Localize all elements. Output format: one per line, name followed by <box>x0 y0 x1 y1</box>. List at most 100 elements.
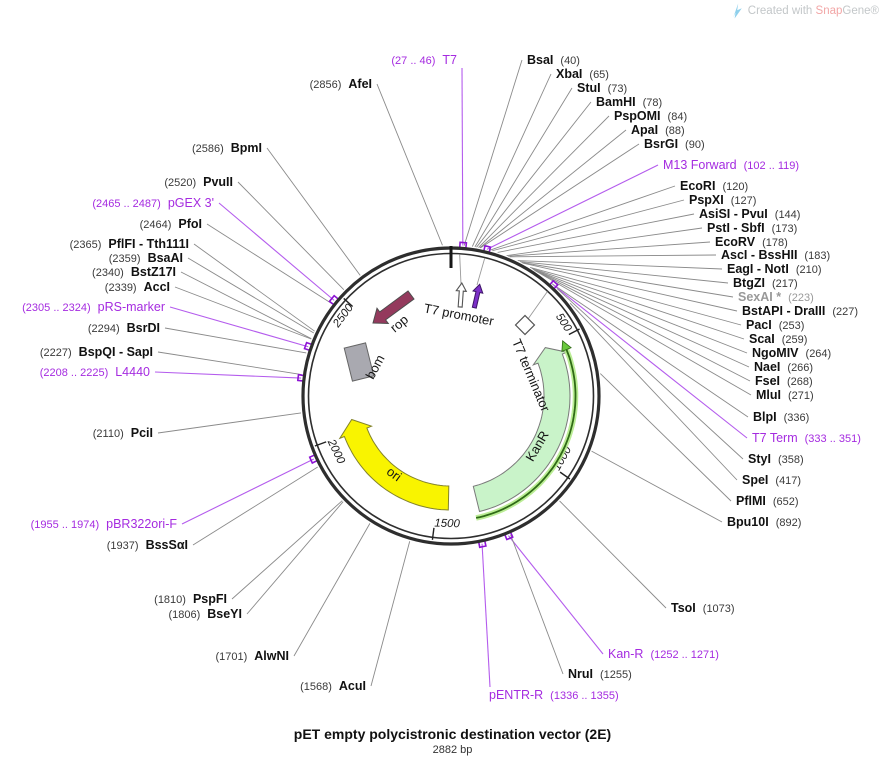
primer-label[interactable]: (2465 .. 2487)pGEX 3' <box>92 196 214 210</box>
enzyme-label[interactable]: BlpI(336) <box>753 410 809 424</box>
enzyme-label[interactable]: (2365)PflFI - Tth111I <box>70 237 189 251</box>
primer-leader-line <box>154 371 302 379</box>
enzyme-label[interactable]: FseI(268) <box>755 374 813 388</box>
enzyme-label[interactable]: PflMI(652) <box>736 494 799 508</box>
enzyme-label[interactable]: (2856)AfeI <box>310 77 372 91</box>
enzyme-leader-line <box>506 227 703 257</box>
watermark-brand-gene: Gene® <box>842 5 879 17</box>
feature-arrow-rop[interactable] <box>372 290 415 325</box>
enzyme-label[interactable]: (2359)BsaAI <box>109 251 183 265</box>
feature-glyph-t7-terminator-diamond[interactable] <box>514 314 536 336</box>
enzyme-label[interactable]: (2227)BspQI - SapI <box>40 345 153 359</box>
primer-region-bracket <box>478 540 487 549</box>
enzyme-label[interactable]: BsrGI(90) <box>644 137 705 151</box>
enzyme-label[interactable]: SexAI *(223) <box>738 290 814 304</box>
enzyme-label[interactable]: ApaI(88) <box>631 123 685 137</box>
enzyme-leader-line <box>530 266 742 326</box>
primer-glyph-purple-arrow[interactable] <box>469 283 484 309</box>
enzyme-label[interactable]: (1810)PspFI <box>154 592 227 606</box>
enzyme-leader-line <box>206 223 332 304</box>
primer-label[interactable]: (2208 .. 2225)L4440 <box>40 365 150 379</box>
enzyme-leader-line <box>246 501 344 615</box>
feature-box-bom[interactable] <box>343 342 375 382</box>
watermark-brand-snap: Snap <box>815 5 843 17</box>
enzyme-label[interactable]: PacI(253) <box>746 318 804 332</box>
enzyme-label[interactable]: StyI(358) <box>748 452 804 466</box>
primer-label[interactable]: (1955 .. 1974)pBR322ori-F <box>31 517 178 531</box>
primer-label[interactable]: (27 .. 46)T7 <box>391 53 457 67</box>
scale-tick-label: 500 <box>553 311 574 334</box>
enzyme-label[interactable]: XbaI(65) <box>556 67 609 81</box>
enzyme-label[interactable]: PstI - SbfI(173) <box>707 221 797 235</box>
primer-leader-line <box>481 543 491 688</box>
enzyme-leader-line <box>478 115 610 248</box>
primer-label[interactable]: Kan-R(1252 .. 1271) <box>608 647 719 661</box>
enzyme-label[interactable]: (2520)PvuII <box>164 175 233 189</box>
enzyme-label[interactable]: (2464)PfoI <box>140 217 202 231</box>
primer-label[interactable]: M13 Forward(102 .. 119) <box>663 158 799 172</box>
enzyme-label[interactable]: BtgZI(217) <box>733 276 798 290</box>
enzyme-label[interactable]: StuI(73) <box>577 81 627 95</box>
enzyme-label[interactable]: ScaI(259) <box>749 332 807 346</box>
enzyme-leader-line <box>510 534 564 675</box>
scale-tick <box>314 441 327 447</box>
enzyme-leader-line <box>187 257 315 334</box>
enzyme-label[interactable]: EcoRV(178) <box>715 235 788 249</box>
map-footer: pET empty polycistronic destination vect… <box>11 726 883 756</box>
primer-label[interactable]: T7 Term(333 .. 351) <box>752 431 861 445</box>
primer-leader-line <box>553 284 748 439</box>
primer-glyph-callout-line <box>476 257 486 286</box>
feature-arc-kanr[interactable] <box>472 347 571 513</box>
enzyme-label[interactable]: AscI - BssHII(183) <box>721 248 830 262</box>
primer-leader-line <box>508 535 604 655</box>
enzyme-label[interactable]: TsoI(1073) <box>671 601 735 615</box>
enzyme-label[interactable]: EcoRI(120) <box>680 179 748 193</box>
enzyme-label[interactable]: SpeI(417) <box>742 473 801 487</box>
enzyme-label[interactable]: NgoMIV(264) <box>752 346 831 360</box>
enzyme-label[interactable]: (2339)AccI <box>105 280 170 294</box>
plasmid-title: pET empty polycistronic destination vect… <box>293 726 612 742</box>
primer-brackets <box>296 241 559 549</box>
feature-glyph-t7-promoter-arrow[interactable] <box>455 281 468 308</box>
enzyme-label[interactable]: NaeI(266) <box>754 360 813 374</box>
enzyme-label[interactable]: (2340)BstZ17I <box>92 265 176 279</box>
primer-label[interactable]: (2305 .. 2324)pRS-marker <box>22 300 165 314</box>
primer-leader-line <box>181 458 315 525</box>
enzyme-label[interactable]: MluI(271) <box>756 388 814 402</box>
enzyme-label[interactable]: BamHI(78) <box>596 95 662 109</box>
primer-region-bracket <box>459 241 468 248</box>
enzyme-leader-line <box>237 181 345 290</box>
enzyme-label[interactable]: BsaI(40) <box>527 53 580 67</box>
enzyme-leader-line <box>193 243 315 332</box>
enzyme-label[interactable]: PspOMI(84) <box>614 109 687 123</box>
enzyme-label[interactable]: NruI(1255) <box>568 667 632 681</box>
feature-arc-ori[interactable] <box>338 418 450 511</box>
enzyme-leader-line <box>164 327 307 354</box>
enzyme-label[interactable]: Bpu10I(892) <box>727 515 801 529</box>
enzyme-label[interactable]: (2586)BpmI <box>192 141 262 155</box>
primer-leader-line <box>218 202 335 301</box>
enzyme-label[interactable]: PspXI(127) <box>689 193 756 207</box>
enzyme-label[interactable]: BstAPI - DraIII(227) <box>742 304 858 318</box>
enzyme-label[interactable]: (1701)AlwNI <box>215 649 289 663</box>
enzyme-label[interactable]: (1806)BseYI <box>168 607 242 621</box>
primer-label[interactable]: pENTR-R(1336 .. 1355) <box>489 688 619 702</box>
scale-tick-label: 1500 <box>434 518 461 531</box>
enzyme-leader-line <box>492 199 685 252</box>
enzyme-leader-line <box>551 283 749 418</box>
primer-region-bracket <box>504 532 514 541</box>
enzyme-leader-line <box>531 268 745 340</box>
enzyme-label[interactable]: (1568)AcuI <box>300 679 366 693</box>
enzyme-label[interactable]: EagI - NotI(210) <box>727 262 822 276</box>
enzyme-label[interactable]: (2294)BsrDI <box>88 321 160 335</box>
enzyme-leader-line <box>559 500 667 609</box>
enzyme-leader-line <box>534 269 751 382</box>
enzyme-label[interactable]: (1937)BssSαI <box>107 538 188 552</box>
primer-region-bracket <box>483 244 492 253</box>
primer-leader-line <box>169 306 309 348</box>
enzyme-leader-line <box>569 302 738 481</box>
enzyme-label[interactable]: AsiSI - PvuI(144) <box>699 207 800 221</box>
kanr-accent-arrowhead <box>561 340 572 353</box>
enzyme-label[interactable]: (2110)PciI <box>93 426 153 440</box>
